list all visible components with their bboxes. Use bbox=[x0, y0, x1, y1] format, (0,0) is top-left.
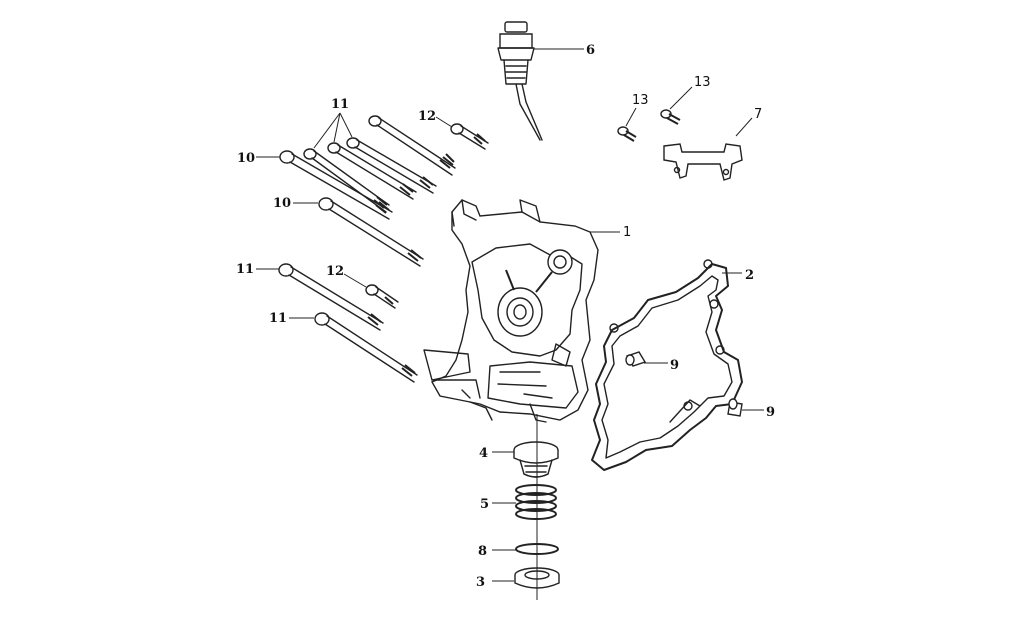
callout-9b: 9 bbox=[766, 405, 775, 420]
part-7-bracket bbox=[663, 143, 743, 181]
callout-13b: 13 bbox=[694, 75, 711, 90]
bolt-10-low bbox=[318, 197, 424, 267]
callout-9a: 9 bbox=[670, 358, 679, 373]
callout-12-low: 12 bbox=[326, 264, 344, 279]
part-2-gasket bbox=[591, 259, 743, 471]
callout-3: 3 bbox=[476, 575, 485, 590]
bolt-10-top bbox=[279, 150, 393, 220]
bolt-11-top bbox=[368, 115, 456, 176]
part-9-dowel-pin-a bbox=[625, 351, 647, 367]
bolt-11-mid-a bbox=[346, 137, 437, 194]
part-4-drain-plug bbox=[513, 441, 559, 478]
callout-2: 2 bbox=[745, 268, 754, 283]
bolt-12-top bbox=[450, 123, 489, 150]
callout-8: 8 bbox=[478, 544, 487, 559]
callout-12-top: 12 bbox=[418, 109, 436, 124]
callout-10-top: 10 bbox=[237, 151, 255, 166]
callout-11-low: 11 bbox=[269, 311, 287, 326]
bolt-12-lower bbox=[365, 284, 399, 309]
part-13-bolt-b bbox=[660, 109, 681, 125]
callout-7: 7 bbox=[754, 107, 762, 122]
callout-6: 6 bbox=[586, 43, 595, 58]
part-9-dowel-pin-b bbox=[727, 398, 743, 417]
callout-1: 1 bbox=[623, 225, 631, 240]
bolt-11-mid-b bbox=[327, 142, 417, 200]
part-13-bolt-a bbox=[617, 126, 637, 142]
bolt-11-lower-a bbox=[278, 263, 384, 331]
bolt-group bbox=[278, 115, 489, 383]
bolt-11-lower-b bbox=[314, 312, 418, 383]
callout-11-mid: 11 bbox=[236, 262, 254, 277]
callout-5: 5 bbox=[480, 497, 489, 512]
callout-4: 4 bbox=[479, 446, 488, 461]
callout-13a: 13 bbox=[632, 93, 649, 108]
part-5-spring bbox=[515, 484, 557, 520]
part-6-dipstick bbox=[497, 21, 543, 141]
callout-10-low: 10 bbox=[273, 196, 291, 211]
callout-11-top: 11 bbox=[331, 97, 349, 112]
part-1-crankcase-cover bbox=[423, 199, 599, 423]
bolt-11-mid-c bbox=[303, 148, 390, 213]
